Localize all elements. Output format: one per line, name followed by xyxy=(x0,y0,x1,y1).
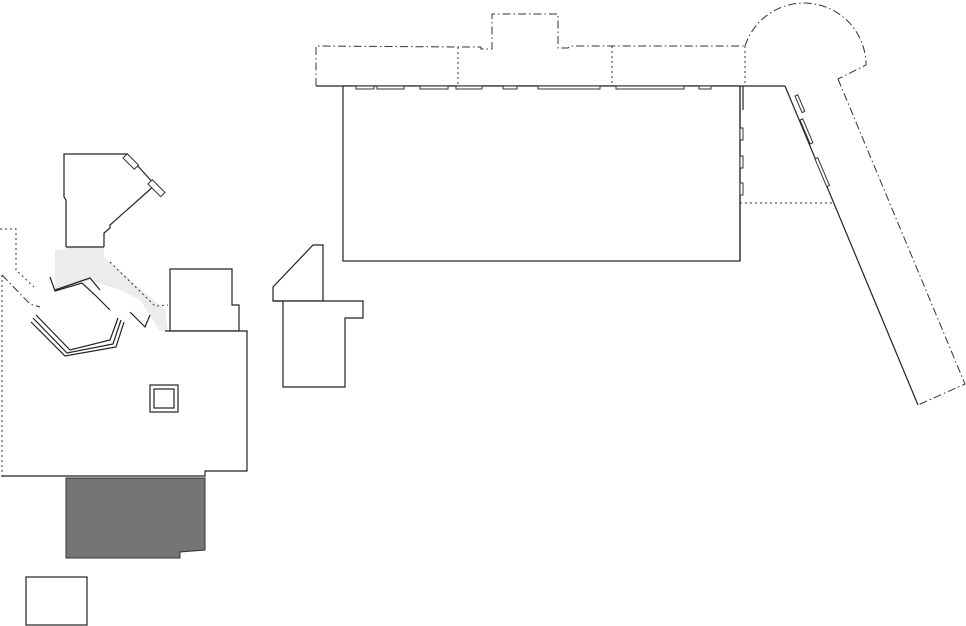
main-building[interactable] xyxy=(342,85,833,262)
dark-building[interactable] xyxy=(65,477,206,559)
left-building-complex[interactable] xyxy=(0,153,248,477)
rotunda[interactable] xyxy=(744,2,867,80)
middle-building[interactable] xyxy=(272,244,364,388)
small-outbuilding[interactable] xyxy=(25,576,88,626)
top-walkway[interactable] xyxy=(315,13,785,87)
diagonal-walkway[interactable] xyxy=(784,78,966,406)
highlighted-corridor[interactable] xyxy=(55,247,168,331)
